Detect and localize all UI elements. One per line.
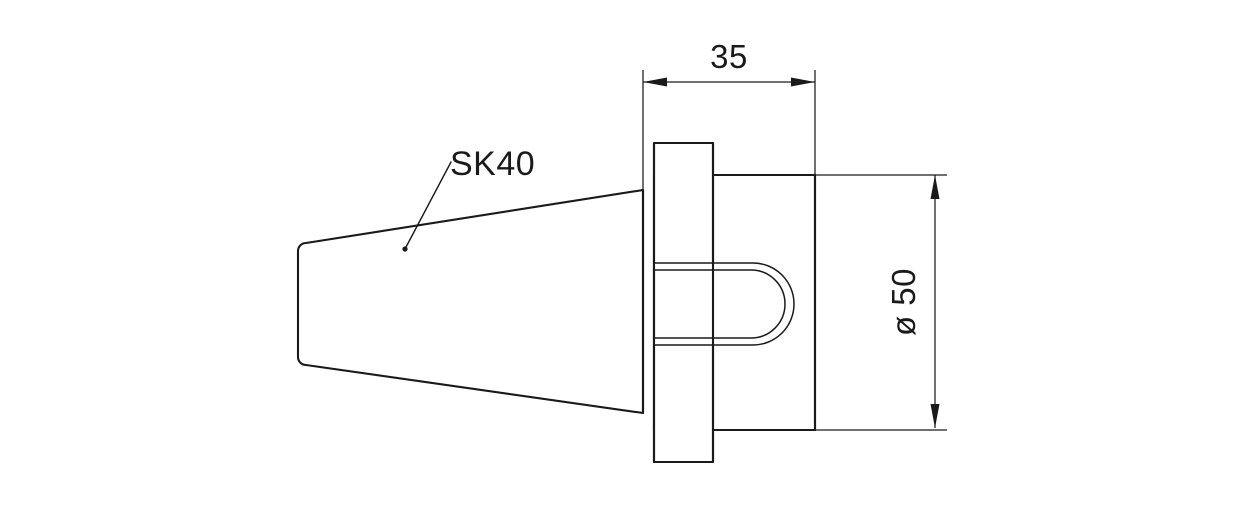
dimension-35-group: 35 [642,38,816,190]
retention-slot-inner [653,269,786,339]
sk40-callout-group: SK40 [402,145,535,252]
sk40-leader-dot [402,246,408,252]
dim35-arrowhead-right [791,77,815,87]
dim35-arrowhead-left [643,77,667,87]
sk40-label-text: SK40 [450,145,535,183]
sk40-leader-line [404,161,452,250]
dim35-value-text: 35 [710,38,748,75]
dimension-50-group: ø 50 [815,174,947,431]
taper-shank-outline [296,188,645,415]
retention-slot-outer [653,262,795,346]
collar-rib-outline [652,141,715,464]
dim50-arrowhead-top [930,175,940,199]
dim50-value-text: ø 50 [885,268,922,336]
dim50-arrowhead-bottom [930,404,940,428]
part-body-group [296,141,817,464]
